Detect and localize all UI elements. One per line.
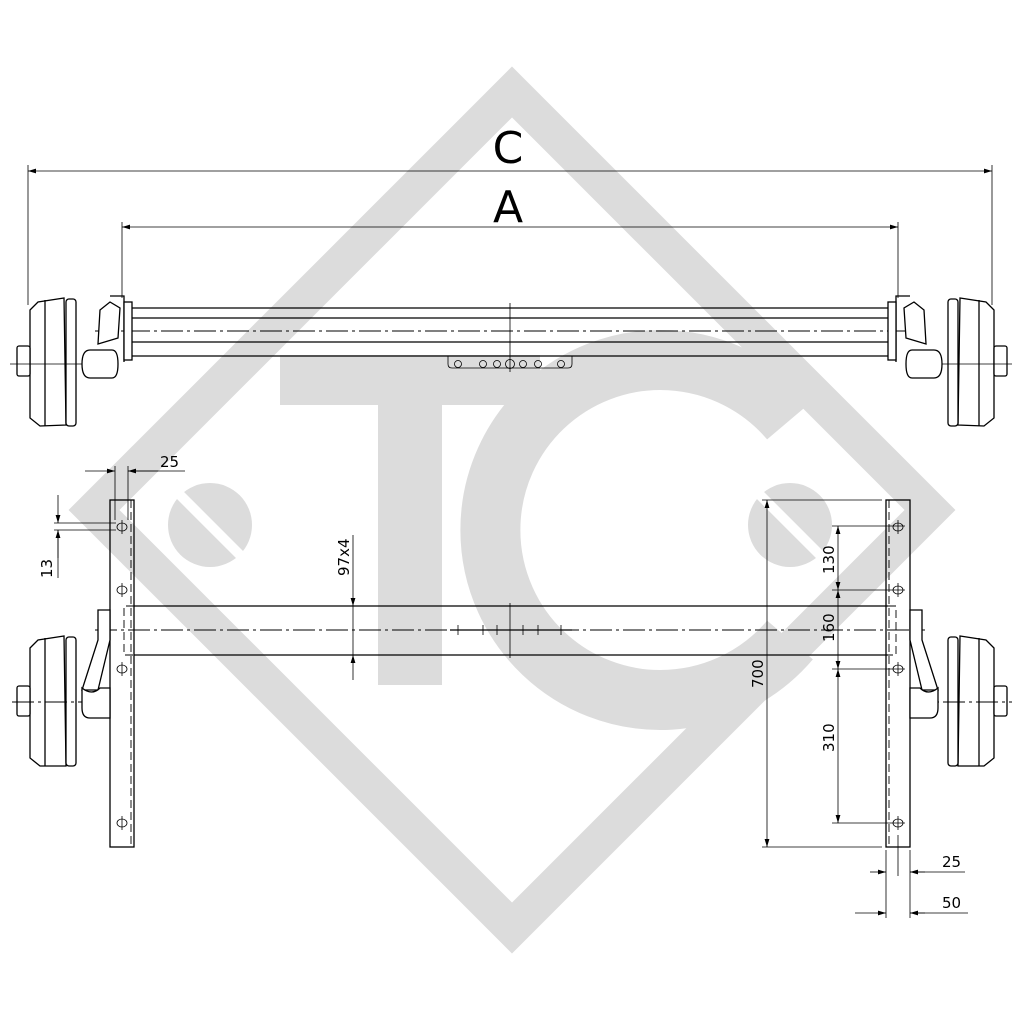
- dim-bracket-width-bottom: 25 50: [855, 835, 968, 918]
- svg-text:310: 310: [820, 723, 838, 752]
- brake-cable-holders: [447, 356, 573, 369]
- svg-text:130: 130: [820, 545, 838, 574]
- dim-hole-spacings: 130 160 310: [820, 525, 905, 824]
- right-wheel-top: [887, 295, 1012, 427]
- label-a: A: [493, 182, 523, 233]
- svg-text:160: 160: [820, 613, 838, 642]
- dim-tube-profile: 97x4: [335, 535, 356, 680]
- dim-bracket-length: 700: [749, 499, 882, 848]
- left-bracket-holes: [116, 520, 128, 830]
- left-wheel-bottom: [12, 609, 111, 767]
- svg-text:25: 25: [942, 853, 961, 871]
- svg-text:13: 13: [38, 559, 56, 578]
- right-wheel-bottom: [909, 609, 1012, 767]
- axle-tube-top: [95, 303, 925, 372]
- left-wheel-top: [10, 295, 133, 427]
- svg-text:25: 25: [160, 453, 179, 471]
- axle-tube-bottom: [95, 603, 925, 658]
- left-bracket: [109, 499, 135, 848]
- svg-text:97x4: 97x4: [335, 538, 353, 576]
- svg-text:50: 50: [942, 894, 961, 912]
- cable-holder-marks: [450, 625, 572, 635]
- dim-bracket-width-top: 25: [85, 453, 185, 520]
- label-c: C: [493, 123, 524, 174]
- svg-text:700: 700: [749, 659, 767, 688]
- dimension-c: C: [27, 123, 993, 305]
- dimension-a: A: [121, 182, 899, 298]
- dim-hole-offset: 13: [38, 495, 116, 578]
